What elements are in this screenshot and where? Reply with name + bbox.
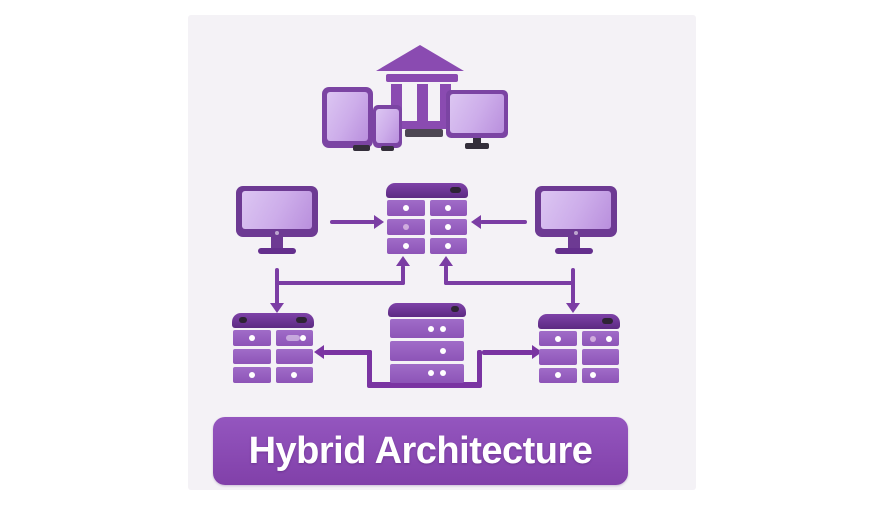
bank-column	[440, 84, 451, 123]
connector-bottom-left-riser	[367, 350, 372, 386]
connector-left-vertical	[275, 268, 279, 305]
bank-entablature	[386, 74, 458, 82]
server-cap	[388, 303, 466, 317]
server-drawer	[539, 331, 577, 347]
monitor-stand-neck	[473, 138, 481, 144]
arrow-right-monitor-to-server	[480, 220, 527, 224]
banner-title: Hybrid Architecture	[248, 429, 593, 472]
server-drawer	[539, 367, 577, 383]
monitor-stand-base	[555, 248, 593, 254]
arrowhead-up-icon	[396, 256, 410, 266]
tablet-icon	[322, 87, 373, 148]
smartphone-stand	[381, 146, 394, 151]
monitor-stand-neck	[271, 237, 283, 249]
server-drawer	[233, 367, 271, 383]
connector-left-horizontal	[275, 281, 405, 285]
arrowhead-right-icon	[374, 215, 384, 229]
tablet-screen	[327, 92, 368, 141]
arrowhead-up-icon	[439, 256, 453, 266]
server-drawer	[233, 348, 271, 365]
server-drawer	[387, 200, 425, 216]
bank-base	[385, 121, 458, 129]
server-led	[296, 317, 307, 323]
arrowhead-left-icon	[471, 215, 481, 229]
server-led	[451, 306, 459, 312]
monitor-screen	[541, 191, 611, 229]
arrow-left-monitor-to-server	[330, 220, 376, 224]
server-drawer	[429, 219, 467, 235]
arrowhead-left-icon	[314, 345, 324, 359]
server-drawer	[581, 367, 619, 383]
monitor-stand-base	[465, 143, 489, 149]
server-drawers	[387, 200, 467, 254]
server-icon	[232, 313, 314, 383]
server-drawer	[387, 238, 425, 254]
title-banner: Hybrid Architecture	[213, 417, 628, 485]
server-drawers	[233, 330, 313, 383]
server-drawer	[429, 200, 467, 216]
server-drawers	[390, 319, 464, 383]
monitor-camera-dot	[574, 231, 578, 235]
server-drawers	[539, 331, 619, 383]
server-led	[602, 318, 613, 324]
arrow-to-bottom-right-server	[482, 350, 533, 355]
arrowhead-right-icon	[532, 345, 542, 359]
bank-roof	[376, 45, 464, 71]
server-icon	[386, 183, 468, 254]
monitor-stand-neck	[568, 237, 580, 249]
smartphone-screen	[376, 109, 399, 143]
tablet-stand	[353, 145, 370, 151]
server-drawer	[275, 348, 313, 365]
server-drawer	[581, 331, 619, 347]
connector-bottom-right-riser	[477, 350, 482, 386]
bank-column	[391, 84, 402, 123]
connector-bottom-bar	[367, 382, 482, 388]
monitor-icon	[535, 186, 617, 237]
arrowhead-down-icon	[566, 303, 580, 313]
connector-right-up-vertical	[444, 265, 448, 285]
server-drawer	[581, 349, 619, 365]
server-drawer	[429, 238, 467, 254]
server-drawer	[275, 367, 313, 383]
server-drawer	[233, 330, 271, 346]
smartphone-icon	[373, 105, 402, 148]
server-led	[450, 187, 461, 193]
connector-right-horizontal	[444, 281, 575, 285]
server-drawer	[390, 363, 464, 383]
arrow-to-bottom-left-server	[323, 350, 372, 355]
connector-right-vertical	[571, 268, 575, 305]
server-cap	[386, 183, 468, 198]
monitor-stand-base	[258, 248, 296, 254]
server-drawer	[390, 341, 464, 361]
monitor-screen	[450, 94, 504, 133]
server-cap	[538, 314, 620, 329]
server-cap	[232, 313, 314, 328]
monitor-screen	[242, 191, 312, 229]
server-led	[239, 317, 247, 323]
server-drawer	[275, 330, 313, 346]
arrowhead-down-icon	[270, 303, 284, 313]
server-icon	[538, 314, 620, 383]
monitor-camera-dot	[275, 231, 279, 235]
server-drawer	[539, 349, 577, 365]
bank-base-shadow	[405, 129, 443, 137]
monitor-icon	[236, 186, 318, 237]
connector-left-up-vertical	[401, 265, 405, 285]
server-drawer	[387, 219, 425, 235]
bank-column	[417, 84, 428, 123]
monitor-icon	[446, 90, 508, 138]
server-drawer	[390, 319, 464, 339]
server-icon	[388, 303, 466, 388]
